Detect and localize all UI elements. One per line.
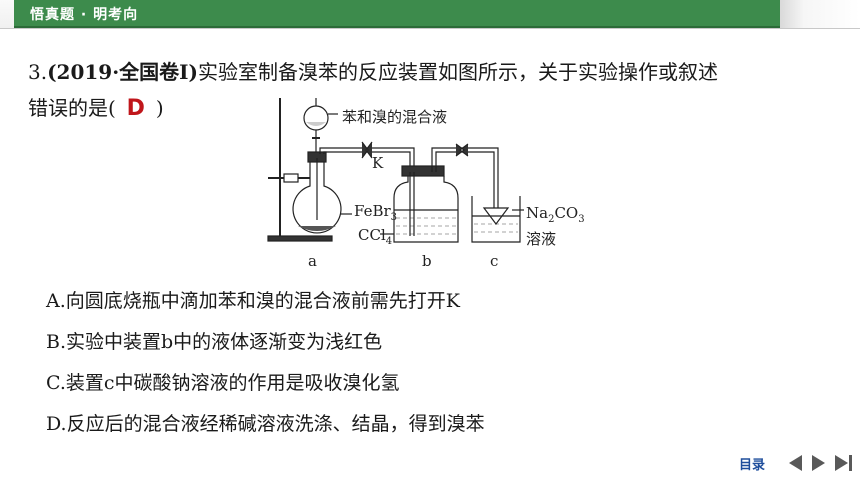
label-k: K xyxy=(372,154,384,172)
option-b: B.实验中装置b中的液体逐渐变为浅红色 xyxy=(46,331,383,353)
bottle-b-stopper xyxy=(401,165,445,177)
previous-icon[interactable] xyxy=(789,455,802,471)
label-solution: 溶液 xyxy=(526,230,556,248)
tube-b-to-c xyxy=(431,147,499,208)
options-list: A.向圆底烧瓶中滴加苯和溴的混合液前需先打开K B.实验中装置b中的液体逐渐变为… xyxy=(46,284,826,448)
question-stem-2: 错误的是( xyxy=(28,96,116,120)
question-line-1: 3.(2019·全国卷Ⅰ)实验室制备溴苯的反应装置如图所示，关于实验操作或叙述 xyxy=(28,54,838,90)
stand-base xyxy=(267,235,333,242)
slide-navigation: 目录 xyxy=(739,452,852,474)
label-febr3: FeBr3 xyxy=(354,202,397,223)
label-a: a xyxy=(308,252,317,270)
last-slide-icon[interactable] xyxy=(835,455,852,471)
question-line-2: 错误的是( D) xyxy=(28,90,838,127)
option-a: A.向圆底烧瓶中滴加苯和溴的混合液前需先打开K xyxy=(46,290,460,312)
valve-k xyxy=(361,141,373,159)
label-c: c xyxy=(490,252,498,270)
apparatus-diagram: 苯和溴的混合液 K FeBr3 CCl4 Na2CO3 溶液 a b c xyxy=(267,98,585,270)
label-ccl4: CCl4 xyxy=(358,226,392,247)
next-icon[interactable] xyxy=(812,455,825,471)
inverted-funnel xyxy=(482,207,510,225)
beaker-c xyxy=(471,196,521,243)
section-header: 悟真题 · 明考向 xyxy=(14,0,780,28)
bottle-b xyxy=(393,176,459,243)
answer-letter: D xyxy=(126,96,145,121)
label-mixture: 苯和溴的混合液 xyxy=(342,108,447,126)
question-source: (2019·全国卷Ⅰ) xyxy=(47,60,199,84)
dropping-funnel xyxy=(303,105,329,131)
catalog-link[interactable]: 目录 xyxy=(738,457,765,473)
option-d: D.反应后的混合液经稀碱溶液洗涤、结晶，得到溴苯 xyxy=(46,413,485,435)
round-bottom-flask xyxy=(292,162,342,234)
question-stem-2-end: ) xyxy=(155,96,164,120)
label-b: b xyxy=(422,252,432,270)
label-na2co3: Na2CO3 xyxy=(526,204,585,225)
question-number: 3. xyxy=(28,60,48,84)
question-block: 3.(2019·全国卷Ⅰ)实验室制备溴苯的反应装置如图所示，关于实验操作或叙述 … xyxy=(28,54,838,127)
section-title: 悟真题 · 明考向 xyxy=(30,7,139,23)
header-shadow xyxy=(780,0,860,28)
option-c: C.装置c中碳酸钠溶液的作用是吸收溴化氢 xyxy=(46,372,400,394)
question-stem-1: 实验室制备溴苯的反应装置如图所示，关于实验操作或叙述 xyxy=(198,60,719,84)
